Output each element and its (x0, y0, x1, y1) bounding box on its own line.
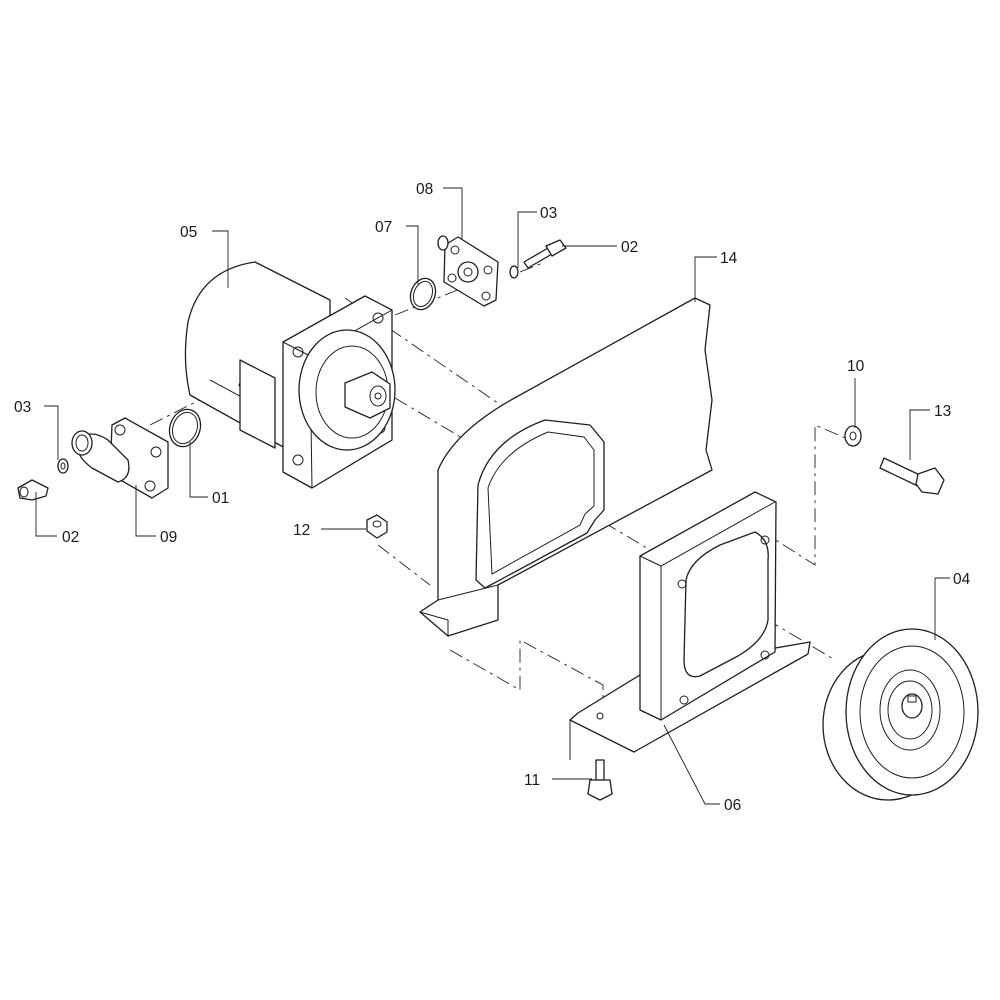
callout-02-top: 02 (621, 239, 638, 256)
callout-07: 07 (375, 219, 392, 236)
guard-plate-part-14 (419, 297, 713, 637)
nut-part-12 (366, 514, 388, 539)
pulley-part-04 (822, 628, 979, 801)
callout-09: 09 (160, 529, 177, 546)
callout-14: 14 (720, 250, 738, 267)
callout-05: 05 (180, 224, 197, 241)
screw-part-02-top (523, 239, 567, 269)
hydraulic-pump-part-05 (184, 261, 396, 489)
callout-11: 11 (524, 772, 540, 789)
callout-12: 12 (293, 522, 310, 539)
screw-part-02-left (17, 479, 49, 501)
callout-02-left: 02 (62, 529, 79, 546)
callout-04: 04 (953, 571, 971, 588)
callout-labels: 05 08 07 03 02 14 10 13 03 02 09 01 12 0… (14, 181, 971, 814)
callout-13: 13 (934, 403, 951, 420)
callout-01: 01 (212, 490, 229, 507)
bolt-part-13 (879, 457, 945, 495)
o-ring-part-01 (168, 408, 202, 448)
callout-leader-lines (35, 187, 950, 805)
callout-06: 06 (724, 797, 741, 814)
callout-10: 10 (847, 358, 865, 375)
callout-03-top: 03 (540, 205, 557, 222)
callout-08: 08 (416, 181, 433, 198)
callout-03-left: 03 (14, 399, 31, 416)
washer-part-03-left (57, 458, 69, 474)
washer-part-10 (844, 425, 862, 447)
o-ring-part-07 (409, 277, 437, 311)
bolt-part-11 (587, 759, 613, 801)
straight-flange-part-08 (437, 235, 499, 307)
washer-part-03-top (509, 265, 519, 279)
mounting-bracket-part-06 (569, 491, 811, 760)
elbow-flange-part-09 (71, 417, 169, 499)
